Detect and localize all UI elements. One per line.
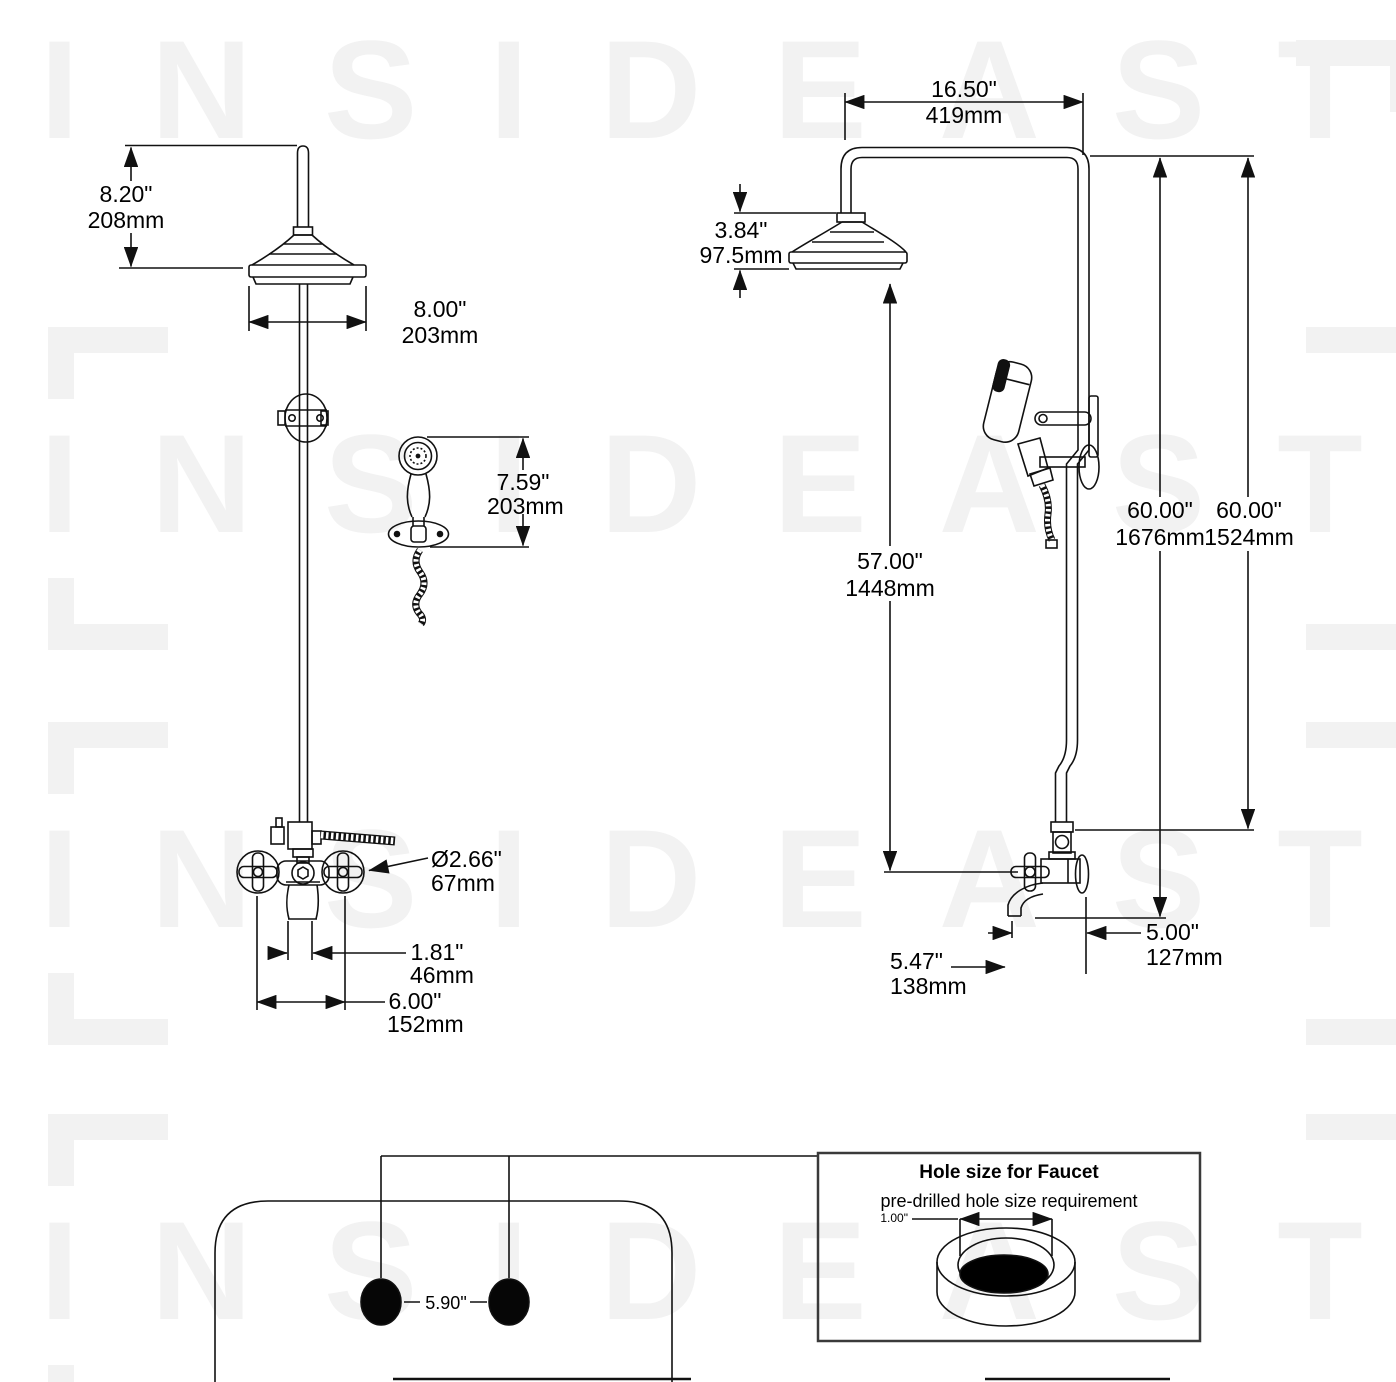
watermark-bracket-icon	[48, 578, 168, 650]
dim-head-depth: 3.84"97.5mm	[699, 217, 783, 268]
watermark-bracket-icon	[48, 327, 168, 399]
dim-height-supply: 60.00"1524mm	[1204, 497, 1294, 550]
dim-height-total: 60.00"1676mm	[1115, 497, 1205, 550]
detail-box-subtitle: pre-drilled hole size requirement	[880, 1191, 1138, 1211]
dim-spout-width: 1.81"46mm	[410, 939, 474, 988]
dim-spout-projection: 5.47"138mm	[890, 948, 967, 999]
watermark-bracket-icon	[1306, 578, 1396, 650]
dim-head-width: 8.00"203mm	[401, 296, 479, 348]
watermark-bracket-icon	[1306, 1114, 1396, 1186]
watermark-text: INSIDEAST	[40, 800, 1396, 957]
detail-box-title: Hole size for Faucet	[919, 1162, 1099, 1183]
dim-handle-spacing: 6.00"152mm	[387, 988, 464, 1037]
dim-hole-spacing: 5.90"	[425, 1293, 467, 1313]
side-view-shower-drawing	[788, 146, 1100, 938]
watermark-text: INSIDEAST	[40, 11, 1396, 168]
hole-detail-drawing	[816, 1151, 1202, 1343]
dim-handle-diameter: Ø2.66"67mm	[431, 846, 502, 896]
dim-hole-diameter: 1.00"	[880, 1211, 908, 1225]
front-view-shower-drawing	[236, 145, 450, 920]
side-view-dimension-lines	[732, 93, 1256, 975]
dim-spout-reach: 5.00"127mm	[1146, 919, 1223, 970]
dim-height-to-spout: 57.00"1448mm	[845, 548, 935, 601]
front-view-dimension-lines	[119, 144, 531, 1010]
tub-deck-drawing	[214, 1155, 1170, 1382]
watermark-text: INSIDEAST	[40, 1192, 1396, 1349]
watermark-bracket-icon	[48, 722, 168, 794]
dim-arm-reach: 16.50"419mm	[925, 76, 1003, 128]
dim-handshower-height: 7.59"203mm	[487, 469, 564, 519]
watermark-bracket-icon	[48, 973, 168, 1045]
watermark-bracket-icon	[1306, 973, 1396, 1045]
watermark-bracket-icon	[1306, 327, 1396, 399]
watermark-bracket-icon	[48, 1365, 168, 1382]
watermark-bracket-icon	[1306, 722, 1396, 794]
watermark-bracket-icon	[48, 1114, 168, 1186]
watermark-bracket-icon	[1296, 40, 1396, 112]
dim-head-height: 8.20"208mm	[87, 181, 165, 233]
watermark-text: INSIDEAST	[40, 405, 1396, 562]
